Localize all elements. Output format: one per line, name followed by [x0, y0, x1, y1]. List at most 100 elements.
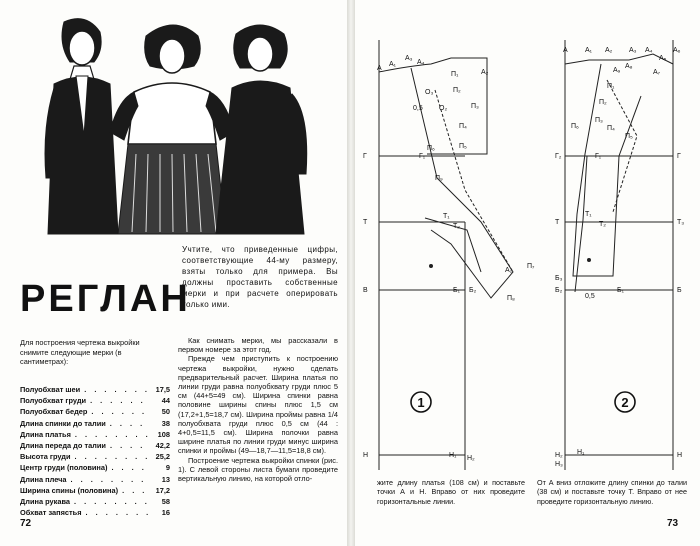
- point-label: Н₂: [467, 455, 475, 462]
- point-label: А₉: [613, 67, 621, 74]
- measurement-value: 25,2: [155, 452, 170, 462]
- measurement-label: Обхват запястья: [20, 508, 82, 518]
- paragraph: Как снимать мерки, мы рассказали в перво…: [178, 336, 338, 355]
- measurement-label: Длина платья: [20, 429, 71, 439]
- point-label: А₈: [625, 63, 633, 70]
- point-label: П₆: [427, 145, 435, 152]
- point-label: Б₂: [555, 287, 563, 294]
- measurement-value: 9: [165, 463, 170, 473]
- point-label: П₃: [471, 103, 479, 110]
- point-label: Н₁: [449, 452, 457, 459]
- measurement-value: 17,2: [155, 485, 170, 495]
- point-label: А: [377, 65, 382, 72]
- point-label: А₇: [653, 69, 661, 76]
- measurement-row: Длина спинки до талии 38: [20, 418, 170, 429]
- point-label: Н: [677, 452, 682, 459]
- measurement-value: 16: [161, 508, 170, 518]
- point-label: Г₁: [419, 153, 426, 160]
- point-label: П₈: [507, 295, 515, 302]
- measurement-value: 50: [161, 407, 170, 417]
- size-note: Учтите, что приведенные цифры, соответст…: [182, 245, 338, 309]
- point-label: А: [563, 47, 568, 54]
- point-label: П₃: [595, 117, 603, 124]
- point-label: Г₂: [555, 153, 562, 160]
- point-label: Т₂: [599, 221, 606, 228]
- measurement-label: Центр груди (половина): [20, 463, 108, 473]
- point-label: П₅: [625, 133, 633, 140]
- measurement-value: 42,2: [155, 441, 170, 451]
- measurement-value: 44: [161, 396, 170, 406]
- point-label: А₆: [673, 47, 681, 54]
- point-label: П₁: [451, 71, 459, 78]
- measurement-row: Длина плеча 13: [20, 474, 170, 485]
- point-label: Н₃: [555, 461, 563, 468]
- measurement-row: Высота груди 25,2: [20, 451, 170, 462]
- point-label: А₃: [629, 47, 637, 54]
- measurement-label: Длина спинки до талии: [20, 418, 106, 428]
- measurement-label: Длина плеча: [20, 474, 67, 484]
- pattern-drafts: А А₁ А₃ А₄ П₁ А₂ П₂ П₃ П₄ П₅ П₆ О₂ О₃ 0,…: [363, 40, 684, 470]
- point-label: П₄: [607, 125, 615, 132]
- point-label: П₇: [527, 263, 535, 270]
- point-label: Б₁: [453, 287, 461, 294]
- point-label: П₁: [607, 83, 615, 90]
- measurement-value: 58: [161, 497, 170, 507]
- measurement-row: Длина рукава 58: [20, 496, 170, 507]
- point-label: П₄: [459, 123, 467, 130]
- figure-number: 2: [621, 395, 628, 410]
- fashion-illustration: [44, 18, 308, 235]
- page-title: РЕГЛАН: [20, 278, 191, 320]
- right-page: А А₁ А₃ А₄ П₁ А₂ П₂ П₃ П₄ П₅ П₆ О₂ О₃ 0,…: [355, 0, 700, 546]
- point-label: Т₂: [453, 223, 460, 230]
- paragraph: Построение чертежа выкройки спинки (рис.…: [178, 455, 338, 484]
- point-label: А₁: [389, 61, 397, 68]
- paragraph: Прежде чем приступить к построению черте…: [178, 354, 338, 456]
- caption-figure-2: От А вниз отложите длину спинки до талии…: [537, 478, 687, 506]
- point-label: Н₂: [555, 452, 563, 459]
- measurement-value: 13: [161, 474, 170, 484]
- measurement-label: Полуобхват шеи: [20, 385, 81, 394]
- instructions-column: Как снимать мерки, мы рассказали в перво…: [178, 336, 338, 483]
- measurement-row: Длина переда до талии 42,2: [20, 440, 170, 451]
- measurements-list: Полуобхват шеи17,5 Полуобхват груди44 По…: [20, 384, 170, 518]
- draft-figure-2-labels: А А₁ А₂ А₃ А₄ А₅ А₆ А₇ А₈ А₉ П₁ П₂ П₃ П₄…: [555, 47, 684, 468]
- point-label: П₅: [459, 143, 467, 150]
- point-label: А₂: [605, 47, 613, 54]
- point-label: Т₁: [585, 211, 592, 218]
- point-label: 0,5: [413, 105, 423, 112]
- point-label: Н: [363, 452, 368, 459]
- measurement-row: Обхват запястья 16: [20, 507, 170, 518]
- measurement-row: Центр груди (половина) 9: [20, 462, 170, 473]
- point-label: В: [363, 287, 368, 294]
- point-label: Г: [363, 153, 367, 160]
- left-page: Учтите, что приведенные цифры, соответст…: [0, 0, 347, 546]
- point-label: А₂: [481, 69, 489, 76]
- model-left-figure: [44, 18, 119, 235]
- point-label: О₃: [425, 89, 433, 96]
- figure-1-marker: 1: [410, 391, 432, 413]
- measurement-value: 38: [161, 418, 170, 428]
- point-label: Г₁: [595, 153, 602, 160]
- point-label: Т: [363, 219, 368, 226]
- measurement-label: Длина рукава: [20, 497, 71, 507]
- measurement-label: Длина переда до талии: [20, 441, 106, 451]
- point-label: О₂: [439, 105, 447, 112]
- point-label: А₅: [659, 55, 667, 62]
- point-label: Т₃: [677, 219, 684, 226]
- draft-figure-2: [564, 40, 674, 470]
- point-label: П₂: [599, 99, 607, 106]
- model-right-figure: [215, 24, 308, 235]
- point-label: Б₃: [555, 275, 563, 282]
- measurement-label: Полуобхват груди: [20, 396, 87, 406]
- point-label: 0,5: [585, 293, 595, 300]
- point-label: П₆: [571, 123, 579, 130]
- point-label: П₉: [435, 175, 443, 182]
- point-label: Т: [555, 219, 560, 226]
- caption-figure-1: жите длину платья (108 см) и поставьте т…: [377, 478, 525, 506]
- measurement-row: Длина платья108: [20, 429, 170, 440]
- measurement-label: Высота груди: [20, 452, 71, 462]
- point-label: Б₁: [617, 287, 625, 294]
- figure-2-marker: 2: [614, 391, 636, 413]
- measurement-label: Ширина спины (половина): [20, 485, 119, 495]
